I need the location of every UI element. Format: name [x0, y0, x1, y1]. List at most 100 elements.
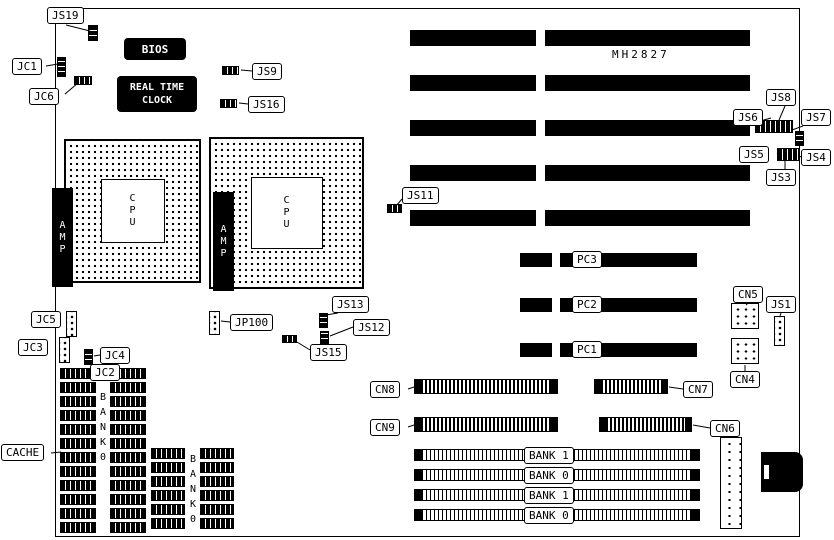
- leader-line: [776, 151, 780, 155]
- leader-line: [93, 354, 101, 357]
- cache-chip: [151, 448, 185, 459]
- cache-chip: [110, 438, 146, 449]
- leader-line: [778, 105, 786, 121]
- cache-chip: [110, 480, 146, 491]
- callout-js12: JS12: [353, 319, 390, 336]
- cache-chip: [151, 462, 185, 473]
- keyboard-din-connector: [761, 452, 803, 492]
- cache-chip: [151, 476, 185, 487]
- rtc-label-line2: CLOCK: [141, 95, 173, 106]
- js6-js8-jumper-block: [755, 120, 793, 133]
- rtc-label-line1: REAL TIME: [129, 82, 185, 93]
- cache-chip: [200, 448, 234, 459]
- power-connector: [720, 437, 742, 529]
- leader-line: [50, 451, 62, 454]
- cn5-pin-grid: [731, 303, 759, 329]
- cache-chip: [60, 508, 96, 519]
- isa-slot-5: [410, 210, 750, 226]
- pci-slot-label-pc1: PC1: [572, 341, 602, 358]
- cache-chip: [151, 504, 185, 515]
- callout-js11: JS11: [402, 187, 439, 204]
- leader-line: [45, 63, 59, 67]
- callout-js6: JS6: [733, 109, 763, 126]
- cache-chip: [60, 466, 96, 477]
- cache-chip: [200, 476, 234, 487]
- js3-js4-js5-jumper-block: [777, 148, 799, 161]
- simm-bank-label-3: BANK 1: [524, 487, 574, 504]
- cn7-connector: [594, 379, 668, 394]
- cache-chip: [110, 494, 146, 505]
- pci-slot-label-pc3: PC3: [572, 251, 602, 268]
- callout-jc3: JC3: [18, 339, 48, 356]
- leader-line: [395, 198, 403, 207]
- cache-chip: [200, 504, 234, 515]
- cn9-connector: [414, 417, 558, 432]
- cache-chip: [110, 522, 146, 533]
- cache-chip: [60, 424, 96, 435]
- callout-cn4: CN4: [730, 371, 760, 388]
- isa-slot-4: [410, 165, 750, 181]
- callout-jc2: JC2: [90, 364, 120, 381]
- simm-bank-label-2: BANK 0: [524, 467, 574, 484]
- js7-jumper: [795, 131, 804, 146]
- cache-chip: [60, 396, 96, 407]
- callout-js15: JS15: [310, 344, 347, 361]
- leader-line: [238, 102, 249, 105]
- callout-js1: JS1: [766, 296, 796, 313]
- callout-js7: JS7: [801, 109, 831, 126]
- cache-chip: [60, 438, 96, 449]
- cache-chip: [60, 480, 96, 491]
- leader-line: [240, 69, 253, 72]
- jc6-jumper: [74, 76, 92, 85]
- cn8-connector: [414, 379, 558, 394]
- cache-chip: [200, 518, 234, 529]
- js12-jumper: [320, 331, 329, 344]
- cache-chip: [110, 396, 146, 407]
- callout-cn9: CN9: [370, 419, 400, 436]
- leader-line: [779, 312, 782, 317]
- callout-cn8: CN8: [370, 381, 400, 398]
- js15-jumper: [282, 335, 297, 343]
- jc4-jumper: [84, 349, 93, 365]
- cache-chip: [110, 508, 146, 519]
- callout-cn7: CN7: [683, 381, 713, 398]
- cn6-connector: [599, 417, 692, 432]
- cache-chip: [60, 382, 96, 393]
- cache-chip: [200, 462, 234, 473]
- cache-chip: [60, 410, 96, 421]
- callout-js9: JS9: [252, 63, 282, 80]
- jc5-pin-header: [66, 311, 77, 337]
- callout-jp100: JP100: [230, 314, 274, 331]
- js9-jumper: [222, 66, 239, 75]
- leader-line: [325, 312, 339, 316]
- js1-pin-header: [774, 316, 785, 346]
- leader-line: [797, 154, 802, 158]
- js19-jumper: [88, 25, 98, 41]
- cache-chip: [110, 452, 146, 463]
- callout-jc4: JC4: [100, 347, 130, 364]
- bios-label: BIOS: [141, 42, 169, 56]
- cn4-pin-grid: [731, 338, 759, 364]
- rtc-chip: REAL TIME CLOCK: [117, 76, 197, 112]
- cache-chip: [110, 424, 146, 435]
- leader-line: [791, 125, 804, 131]
- callout-jc6: JC6: [29, 88, 59, 105]
- cache-chip: [60, 494, 96, 505]
- leader-line: [296, 341, 311, 351]
- leader-line: [65, 24, 91, 32]
- cache-chip: [110, 382, 146, 393]
- callout-jc5: JC5: [31, 311, 61, 328]
- leader-line: [692, 424, 711, 429]
- callout-cn6: CN6: [710, 420, 740, 437]
- callout-js3: JS3: [766, 169, 796, 186]
